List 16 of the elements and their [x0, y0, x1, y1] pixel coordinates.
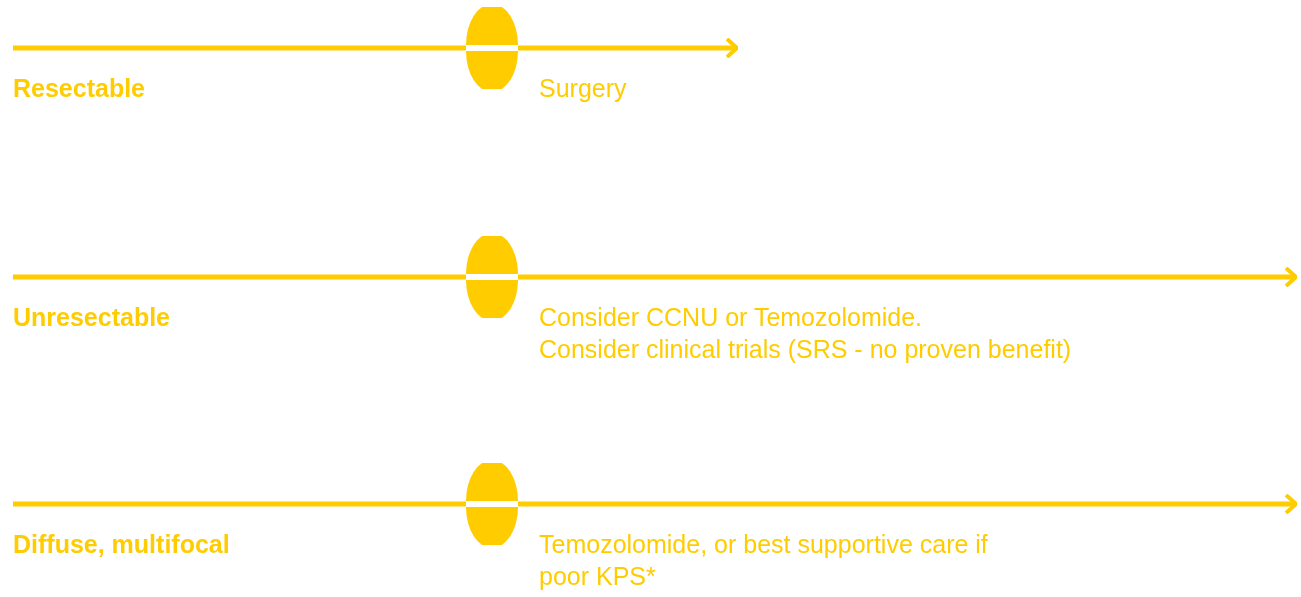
oval-marker	[466, 236, 518, 318]
treatment-text: Surgery	[539, 73, 628, 104]
row-label: Unresectable	[13, 303, 171, 332]
oval-marker	[466, 7, 518, 89]
arrow	[518, 493, 1298, 515]
connector-line	[13, 274, 466, 280]
row-label: Diffuse, multifocal	[13, 530, 230, 559]
connector-line	[13, 501, 466, 507]
arrow	[518, 37, 739, 59]
treatment-text: Consider clinical trials (SRS - no proven benefit)	[539, 334, 1073, 365]
treatment-text: Consider CCNU or Temozolomide.	[539, 302, 923, 333]
connector-line	[13, 45, 466, 51]
oval-marker	[466, 463, 518, 545]
arrow	[518, 266, 1298, 288]
treatment-text: Temozolomide, or best supportive care if poor KPS*	[539, 529, 989, 592]
row-label: Resectable	[13, 74, 146, 103]
